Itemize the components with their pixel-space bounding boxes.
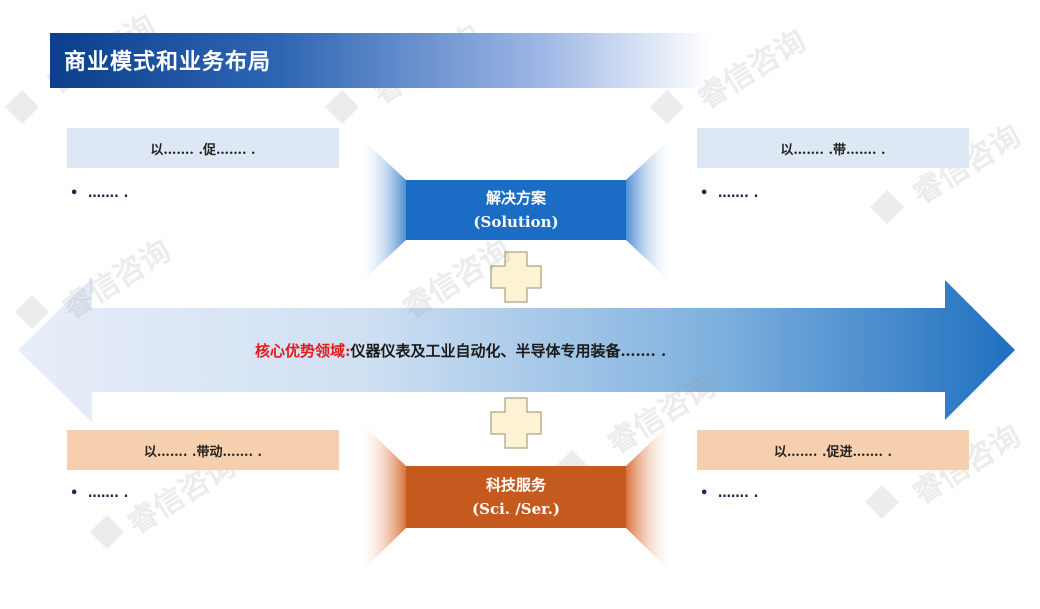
- bullet-text: ……. .: [88, 486, 129, 501]
- bullet-text: ……. .: [718, 186, 759, 201]
- bullet-dot: •: [700, 186, 709, 201]
- label-box-top-right-text: 以……. .带……. .: [780, 142, 886, 158]
- plus-icon-bottom: [490, 397, 542, 449]
- bullet-bottom-left: • ……. .: [70, 486, 128, 501]
- solution-title: 解决方案: [485, 189, 546, 207]
- core-advantage-fields: 仪器仪表及工业自动化、半导体专用装备……. .: [350, 342, 667, 360]
- service-title: 科技服务: [485, 476, 546, 494]
- label-box-bottom-right: 以……. .促进……. .: [697, 430, 969, 470]
- solution-funnel-right: [626, 135, 674, 285]
- core-advantage-label: 核心优势领域:: [255, 342, 351, 360]
- label-box-top-right: 以……. .带……. .: [697, 128, 969, 168]
- solution-subtitle: (Solution): [473, 213, 559, 231]
- label-box-bottom-left: 以……. .带动……. .: [67, 430, 339, 470]
- page-title: 商业模式和业务布局: [64, 50, 272, 75]
- plus-icon-top: [490, 251, 542, 303]
- service-funnel-left: [358, 420, 406, 575]
- service-box: 科技服务 (Sci. /Ser.): [406, 466, 626, 528]
- solution-funnel-left: [358, 135, 406, 285]
- label-box-bottom-right-text: 以……. .促进……. .: [773, 444, 893, 460]
- bullet-text: ……. .: [88, 186, 129, 201]
- title-banner: [50, 33, 710, 88]
- service-funnel-right: [626, 420, 674, 575]
- bullet-top-left: • ……. .: [70, 186, 128, 201]
- bullet-dot: •: [700, 486, 709, 501]
- bullet-dot: •: [70, 486, 79, 501]
- service-subtitle: (Sci. /Ser.): [472, 500, 560, 518]
- bullet-top-right: • ……. .: [700, 186, 758, 201]
- label-box-bottom-left-text: 以……. .带动……. .: [143, 444, 263, 460]
- bullet-text: ……. .: [718, 486, 759, 501]
- core-double-arrow: [18, 278, 1015, 422]
- core-advantage-text: 核心优势领域:仪器仪表及工业自动化、半导体专用装备……. .: [255, 340, 666, 361]
- label-box-top-left-text: 以……. .促……. .: [150, 142, 256, 158]
- bullet-dot: •: [70, 186, 79, 201]
- solution-box: 解决方案 (Solution): [406, 180, 626, 240]
- bullet-bottom-right: • ……. .: [700, 486, 758, 501]
- label-box-top-left: 以……. .促……. .: [67, 128, 339, 168]
